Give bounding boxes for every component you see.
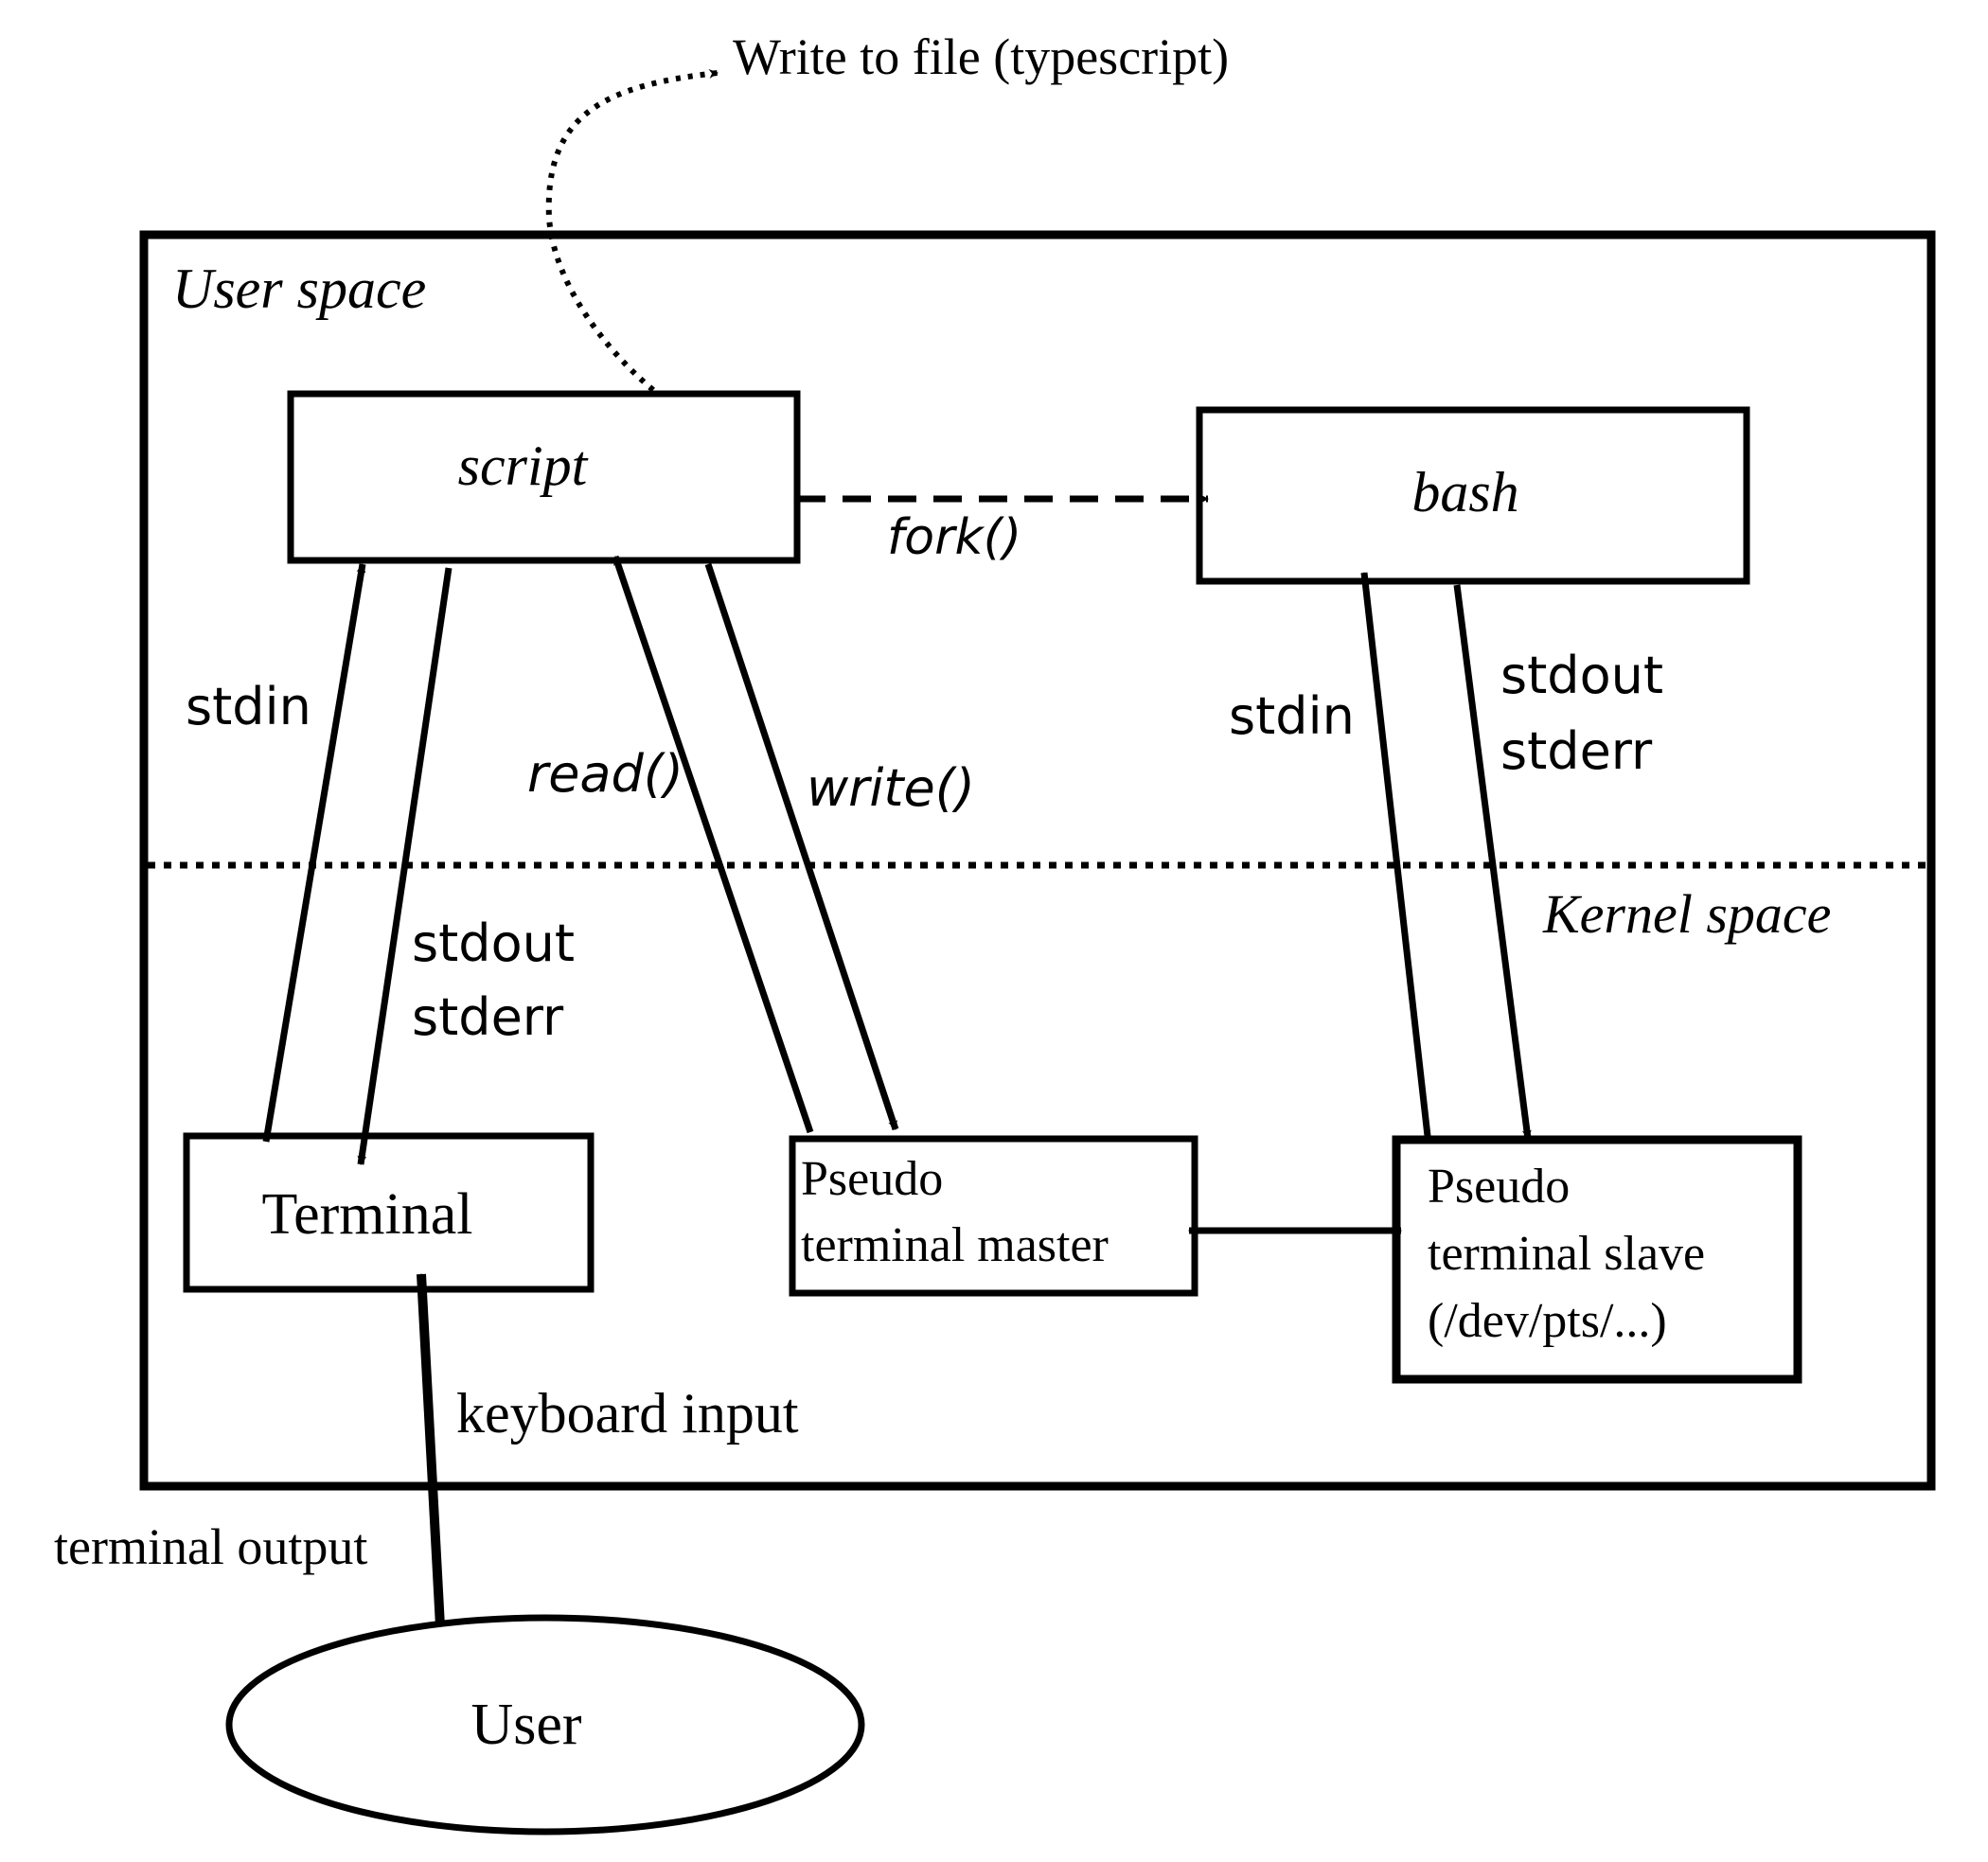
script-to-pty-master-write-arrow (704, 562, 899, 1131)
system-boundary (139, 230, 1936, 1491)
write-label: write() (807, 758, 975, 818)
bash-stdout-label: stdout (1500, 646, 1663, 705)
pty-slave-line-1: Pseudo (1428, 1160, 1570, 1214)
script-stdin-label: stdin (186, 677, 311, 736)
bash-stderr-label: stderr (1500, 721, 1653, 781)
pty-slave-line-2: terminal slave (1428, 1227, 1705, 1281)
pty-master-line-2: terminal master (801, 1218, 1109, 1272)
pty-master-to-script-read-arrow (612, 555, 814, 1134)
pty-master-box (789, 1135, 1198, 1297)
fork-label: fork() (887, 509, 1021, 566)
terminal-stdout-label: stdout (412, 913, 575, 973)
terminal-to-script-stdin-arrow (262, 563, 366, 1143)
pty-master-line-1: Pseudo (801, 1152, 943, 1206)
terminal-label: Terminal (262, 1182, 473, 1247)
bash-to-pty-slave-output-arrow (1453, 584, 1532, 1140)
terminal-user-io-arrow (417, 1273, 445, 1627)
user-space-label: User space (172, 257, 426, 320)
bash-box (1196, 406, 1750, 585)
pty-slave-line-3: (/dev/pts/...) (1428, 1294, 1667, 1348)
terminal-stderr-label: stderr (412, 987, 564, 1047)
script-label: script (458, 434, 589, 497)
terminal-output-label: terminal output (54, 1518, 367, 1575)
bash-label: bash (1411, 461, 1518, 523)
kernel-space-label: Kernel space (1542, 883, 1831, 945)
user-ellipse (225, 1614, 865, 1835)
script-box (287, 390, 801, 564)
bash-stdin-label: stdin (1229, 686, 1355, 746)
keyboard-input-label: keyboard input (456, 1382, 799, 1445)
terminal-box (183, 1132, 595, 1293)
user-label: User (470, 1693, 581, 1757)
write-to-file-label: Write to file (typescript) (733, 28, 1229, 85)
script-to-terminal-output-arrow (357, 567, 453, 1165)
read-label: read() (527, 744, 683, 804)
pty-slave-box (1392, 1135, 1802, 1384)
pty-slave-to-bash-stdin-arrow (1360, 572, 1431, 1137)
